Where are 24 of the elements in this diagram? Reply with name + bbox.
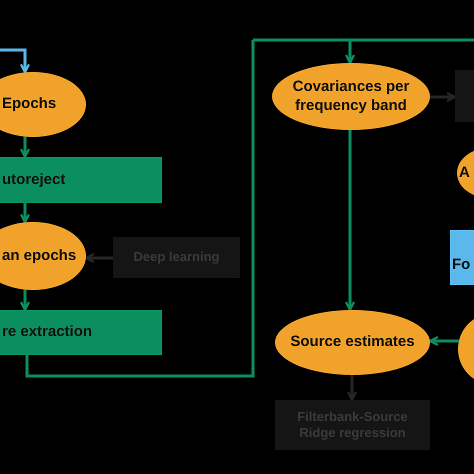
arrow (84, 252, 113, 264)
arrow (20, 136, 30, 158)
node-label: A (459, 164, 470, 182)
connector-line (26, 40, 254, 378)
node-label: Covariances per frequency band (292, 78, 410, 116)
node-label: utoreject (2, 170, 66, 190)
arrow (346, 375, 358, 402)
arrow (0, 48, 30, 74)
arrow (344, 130, 356, 312)
process-box (113, 237, 240, 278)
node-label: Fo (452, 256, 470, 275)
process-box (0, 310, 162, 355)
process-ellipse (0, 222, 86, 290)
process-box (0, 157, 162, 203)
process-ellipse (0, 72, 86, 137)
arrow (20, 203, 30, 224)
node-label: re extraction (2, 323, 92, 342)
node-label: Epochs (2, 95, 56, 114)
process-box (275, 400, 430, 450)
arrow (430, 92, 456, 102)
arrow (20, 290, 30, 312)
node-label: Source estimates (290, 333, 415, 352)
arrow (428, 336, 459, 346)
node-label: an epochs (2, 246, 76, 266)
